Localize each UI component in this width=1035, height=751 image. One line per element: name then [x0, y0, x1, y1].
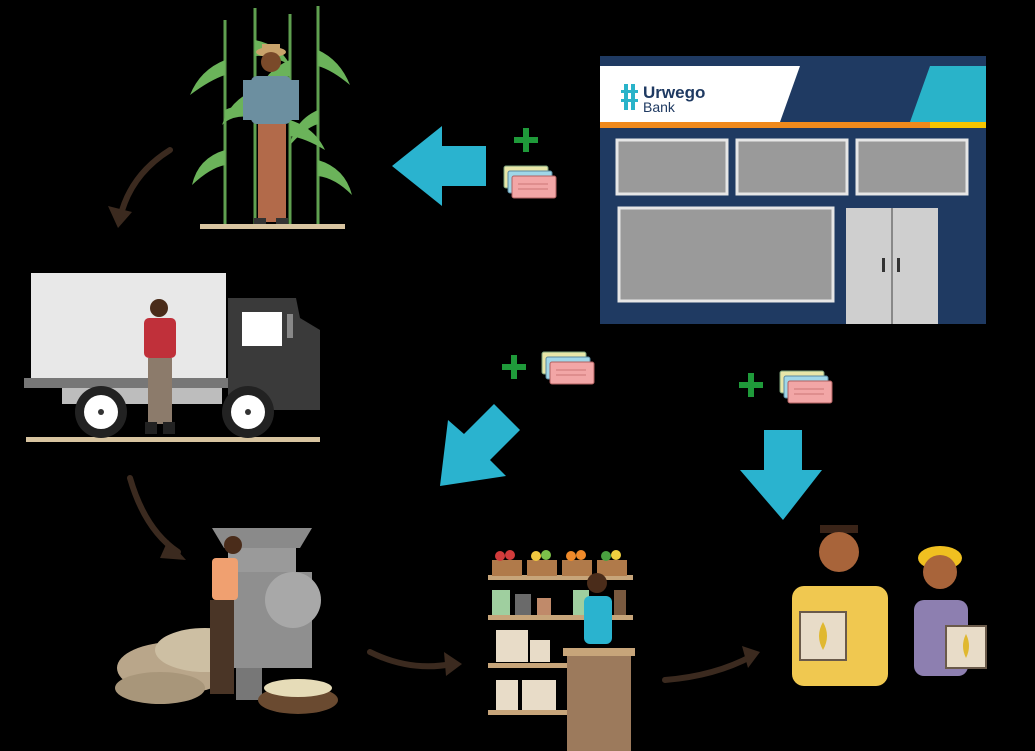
shopkeeper-figure: [584, 573, 612, 644]
banknotes-icon: [541, 351, 595, 385]
man-consumer-figure: [792, 525, 888, 686]
loan-arrow-to-farmer: [392, 126, 486, 206]
loan-arrow-to-shop: [440, 404, 520, 486]
truck-scene: [24, 273, 320, 442]
loan-arrow-to-consumers: [740, 430, 822, 520]
banknotes-icon: [779, 370, 833, 404]
farmer-figure: [243, 44, 299, 224]
plus-icon: [739, 373, 763, 397]
bank-logo-icon: [621, 84, 638, 110]
driver-figure: [144, 299, 176, 434]
woman-consumer-figure: [914, 546, 987, 676]
bank-name: Urwego: [643, 83, 705, 102]
loan-group-farmer: [503, 128, 557, 199]
flow-arrowheads: [108, 206, 760, 676]
bank-door: [846, 208, 938, 324]
bank-subtitle: Bank: [643, 99, 676, 115]
truck-wheel: [75, 386, 127, 438]
mill-scene: [115, 528, 338, 714]
bank-building: Urwego Bank: [600, 56, 986, 324]
bank-windows: [615, 138, 969, 303]
miller-figure: [210, 536, 242, 694]
plus-icon: [514, 128, 538, 152]
loan-group-consumers: [739, 370, 833, 404]
shop-goods: [492, 590, 626, 710]
produce-baskets: [492, 550, 627, 576]
truck-wheel: [222, 386, 274, 438]
consumers-scene: [792, 525, 987, 686]
shop-shelves: [488, 575, 633, 715]
farmer-scene: [190, 6, 352, 229]
shop-scene: [488, 550, 635, 751]
banknotes-icon: [503, 165, 557, 199]
plus-icon: [502, 355, 526, 379]
loan-group-shop: [502, 351, 595, 385]
